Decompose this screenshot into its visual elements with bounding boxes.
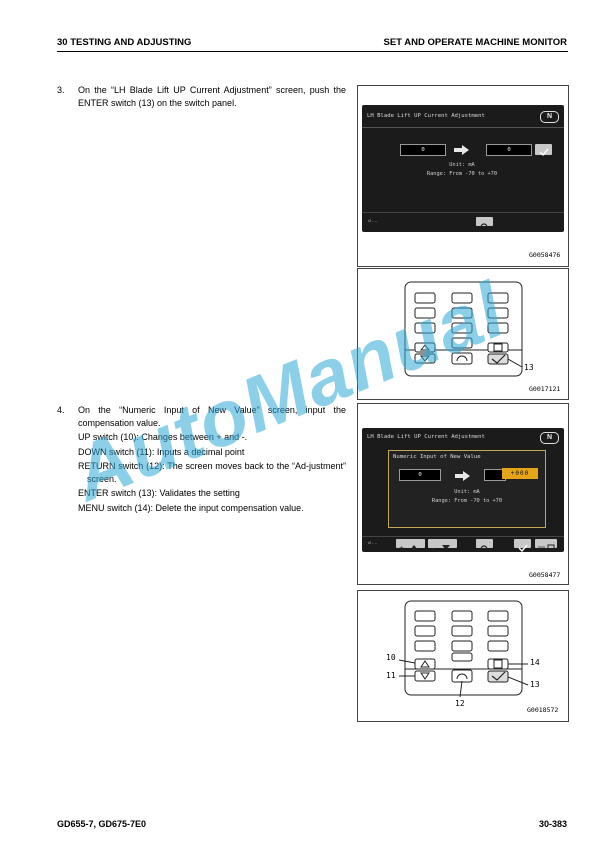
return-hint-icon: ↺.. bbox=[368, 218, 378, 224]
switch-panel-drawing bbox=[398, 600, 529, 698]
neutral-indicator-icon: N bbox=[540, 111, 559, 123]
footer-divider bbox=[362, 212, 564, 213]
dialog-title: Numeric Input of New Value bbox=[393, 454, 481, 460]
figure-switch-panel-enter: 13 G0017121 bbox=[357, 268, 569, 400]
callout-11: 11 bbox=[386, 671, 396, 680]
step-4-item-up: UP switch (10): Changes between + and -. bbox=[78, 432, 248, 442]
callout-13: 13 bbox=[524, 363, 534, 372]
header-page-topic: SET AND OPERATE MACHINE MONITOR bbox=[383, 37, 568, 48]
figure-adjustment-screen: LH Blade Lift UP Current Adjustment N 0 … bbox=[357, 85, 569, 267]
callout-12: 12 bbox=[455, 699, 465, 708]
unit-label: Unit: mA bbox=[449, 162, 475, 168]
step-4-item-menu: MENU switch (14): Delete the input compe… bbox=[78, 502, 304, 513]
unit-label: Unit: mA bbox=[454, 489, 480, 495]
figure-code: G0058477 bbox=[529, 571, 561, 579]
new-value-input: +000 bbox=[502, 468, 538, 479]
numeric-input-dialog: Numeric Input of New Value 0 +000 Unit: … bbox=[388, 450, 546, 528]
plus-minus-up-button: ± bbox=[396, 539, 425, 552]
enter-check-icon bbox=[514, 539, 531, 553]
step-4-item-down: DOWN switch (11): Inputs a decimal point bbox=[78, 446, 245, 457]
arrow-right-icon bbox=[454, 145, 469, 155]
svg-text:±: ± bbox=[399, 545, 404, 552]
neutral-indicator-icon: N bbox=[540, 432, 559, 444]
header-divider bbox=[57, 51, 568, 52]
footer-model: GD655-7, GD675-7E0 bbox=[57, 819, 147, 829]
screen-title: LH Blade Lift UP Current Adjustment bbox=[367, 434, 485, 440]
step-4-intro: On the “Numeric Input of New Value” scre… bbox=[78, 405, 346, 428]
step-4-item-enter: ENTER switch (13): Validates the setting bbox=[78, 488, 240, 498]
callout-13: 13 bbox=[530, 680, 540, 689]
step-4-body: On the “Numeric Input of New Value” scre… bbox=[78, 404, 346, 514]
switch-panel-drawing bbox=[404, 281, 523, 377]
step-4-item-return: RETURN switch (12): The screen moves bac… bbox=[78, 461, 346, 484]
footer-divider bbox=[362, 536, 564, 537]
title-divider bbox=[362, 127, 564, 128]
footer-page-number: 30-383 bbox=[538, 819, 567, 829]
current-value-box: 0 bbox=[400, 144, 446, 156]
range-label: Range: From -70 to +70 bbox=[431, 498, 503, 504]
screen-title: LH Blade Lift UP Current Adjustment bbox=[367, 113, 485, 119]
range-label: Range: From -70 to +70 bbox=[426, 171, 498, 177]
arrow-right-icon bbox=[455, 471, 470, 481]
new-value-box: 0 bbox=[486, 144, 532, 156]
figure-code: G0018572 bbox=[527, 706, 559, 714]
return-hint-icon: ↺.. bbox=[368, 540, 378, 546]
callout-14: 14 bbox=[530, 658, 540, 667]
figure-code: G0058476 bbox=[529, 251, 561, 259]
current-value-box: 0 bbox=[399, 469, 441, 481]
monitor-screen: LH Blade Lift UP Current Adjustment N 0 … bbox=[362, 105, 564, 232]
figure-numeric-input-screen: LH Blade Lift UP Current Adjustment N Nu… bbox=[357, 403, 569, 585]
step-3-text: On the “LH Blade Lift UP Current Adjustm… bbox=[78, 85, 346, 108]
figure-switch-panel-numeric: 10 11 12 13 14 G0018572 bbox=[357, 590, 569, 722]
step-4-number: 4. bbox=[57, 405, 65, 415]
figure-code: G0017121 bbox=[529, 385, 561, 393]
enter-check-icon bbox=[535, 144, 552, 157]
return-button-icon bbox=[476, 217, 493, 228]
decimal-down-button bbox=[428, 539, 457, 550]
header-section-title: 30 TESTING AND ADJUSTING bbox=[57, 37, 192, 48]
monitor-screen: LH Blade Lift UP Current Adjustment N Nu… bbox=[362, 428, 564, 553]
delete-menu-icon bbox=[535, 539, 557, 551]
step-3-number: 3. bbox=[57, 85, 65, 95]
callout-10: 10 bbox=[386, 653, 396, 662]
return-button-icon bbox=[476, 539, 493, 550]
